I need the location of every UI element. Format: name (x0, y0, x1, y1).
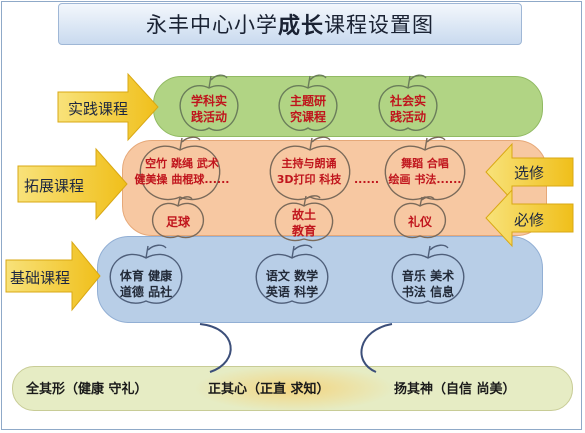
apple-icon (274, 195, 334, 242)
apple-icon (278, 74, 338, 131)
footer-item-mind: 正其心（正直 求知） (208, 382, 330, 397)
elective-fruit-1: 空竹 跳绳 武术健美操 曲棍球...... (134, 157, 230, 186)
apple-icon (179, 74, 239, 131)
elective-arrow-icon (485, 142, 574, 202)
expand-band (122, 140, 547, 236)
practice-label: 实践课程 (68, 100, 129, 118)
apple-icon (255, 244, 329, 304)
footer-glow (196, 366, 392, 411)
apple-icon (109, 244, 183, 304)
apple-icon (384, 136, 466, 201)
title-prefix: 永丰中心小学 (145, 13, 278, 37)
elective-ellipsis: ...... (354, 173, 380, 186)
title-bold: 成长 (277, 14, 324, 39)
expand-arrow-icon (17, 147, 128, 221)
required-fruit-3: 礼仪 (407, 215, 432, 229)
apple-icon (391, 244, 465, 304)
practice-fruit-1: 学科实践活动 (190, 94, 227, 124)
required-arrow-icon (485, 188, 574, 248)
footer-item-form: 全其形（健康 守礼） (26, 382, 148, 397)
footer-item-spirit: 扬其神（自信 尚美） (394, 382, 516, 397)
basic-fruit-1: 体育 健康道德 品社 (119, 269, 173, 299)
basic-band (97, 236, 543, 323)
expand-label: 拓展课程 (24, 177, 85, 195)
apple-icon (378, 74, 438, 131)
connector-left (199, 323, 232, 373)
basic-fruit-3: 音乐 美术书法 信息 (401, 269, 455, 299)
connector-right (360, 323, 393, 373)
basic-arrow-icon (5, 240, 101, 312)
title-suffix: 课程设置图 (324, 13, 434, 37)
practice-fruit-2: 主题研究课程 (289, 94, 326, 124)
required-fruit-2: 故土教育 (291, 208, 316, 238)
basic-fruit-2: 语文 数学英语 科学 (265, 269, 319, 299)
required-fruit-1: 足球 (165, 215, 190, 229)
diagram-title: 永丰中心小学成长课程设置图 (58, 3, 522, 45)
practice-arrow-icon (57, 72, 159, 142)
practice-fruit-3: 社会实践活动 (389, 94, 426, 124)
apple-icon (151, 196, 205, 239)
elective-label: 选修 (514, 164, 545, 182)
basic-label: 基础课程 (10, 269, 71, 287)
apple-icon (393, 196, 447, 239)
elective-fruit-3: 舞蹈 合唱绘画 书法...... (388, 157, 462, 186)
required-label: 必修 (514, 211, 545, 229)
